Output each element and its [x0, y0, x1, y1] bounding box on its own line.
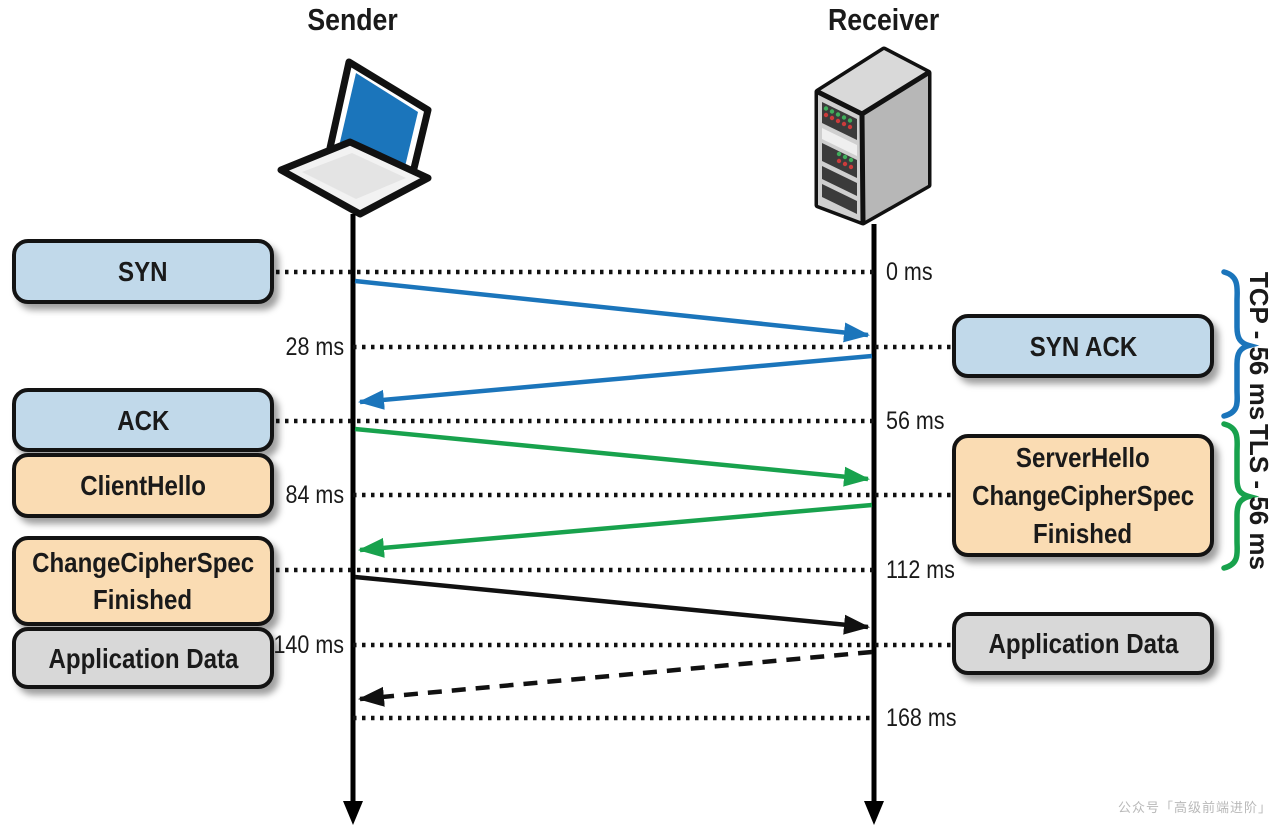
- tcp-brace: [1221, 269, 1260, 419]
- message-box-changecipherspec-finished: ChangeCipherSpec Finished: [12, 536, 274, 626]
- laptop-icon: [277, 58, 432, 218]
- arrow-server-hello: [358, 502, 873, 558]
- watermark-text: 公众号「高级前端进阶」: [1117, 800, 1272, 815]
- time-label-112ms: 112 ms: [886, 556, 955, 584]
- sender-label: Sender: [307, 2, 399, 37]
- sender-lifeline: [343, 214, 363, 825]
- receiver-label: Receiver: [828, 2, 940, 37]
- time-label-140ms: 140 ms: [273, 631, 344, 659]
- arrow-client-hello: [354, 426, 870, 487]
- time-label-0ms: 0 ms: [886, 258, 933, 286]
- arrow-syn-ack: [358, 353, 873, 410]
- receiver-lifeline: [864, 224, 884, 825]
- message-box-application-data-receiver: Application Data: [952, 612, 1214, 675]
- server-icon: [814, 46, 932, 226]
- server-led-lights: [823, 106, 854, 170]
- message-box-client-hello: ClientHello: [12, 453, 274, 518]
- message-box-application-data-sender: Application Data: [12, 627, 274, 689]
- message-box-ack: ACK: [12, 388, 274, 452]
- arrow-application-data: [354, 574, 870, 635]
- time-label-168ms: 168 ms: [886, 704, 957, 732]
- message-box-syn: SYN: [12, 239, 274, 304]
- message-box-server-hello: ServerHello ChangeCipherSpec Finished: [952, 434, 1214, 557]
- time-label-28ms: 28 ms: [285, 333, 344, 361]
- message-box-syn-ack: SYN ACK: [952, 314, 1214, 378]
- tls-brace: [1221, 421, 1260, 571]
- arrow-application-data-response-dashed: [358, 649, 873, 707]
- arrow-syn: [354, 278, 870, 343]
- tls-brace-label: TLS - 56 ms: [1244, 424, 1274, 570]
- time-label-84ms: 84 ms: [285, 481, 344, 509]
- time-label-56ms: 56 ms: [886, 407, 945, 435]
